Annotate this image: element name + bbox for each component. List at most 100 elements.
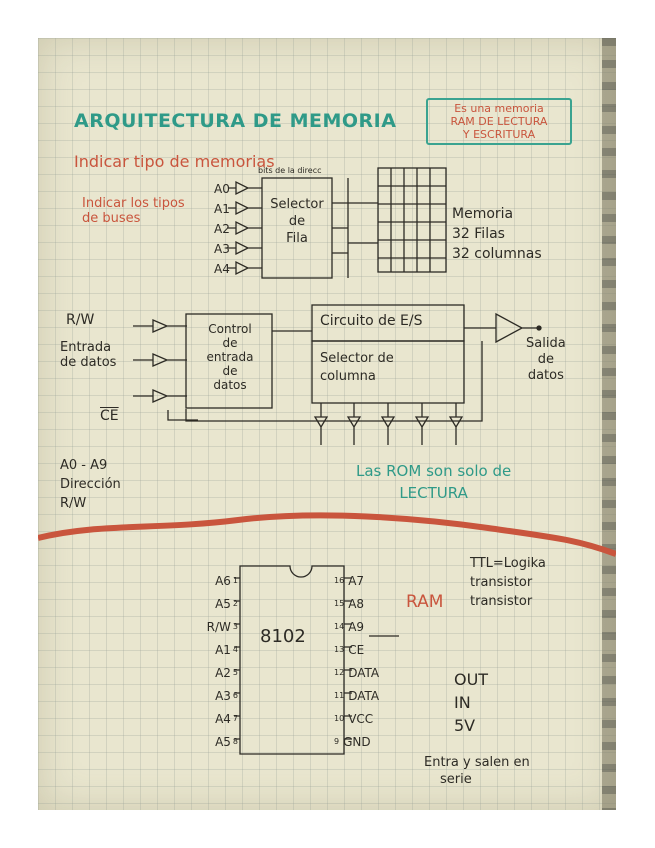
rw-input-label: R/W [66, 312, 95, 328]
column-selector-label: Selector de columna [320, 350, 394, 386]
pin-number: 16 [334, 576, 345, 585]
output-label-line: datos [527, 368, 564, 383]
chip-pin-left: A1 4 [196, 638, 238, 661]
pin-label: A9 [348, 619, 365, 634]
chip-pin-left: A5 2 [196, 592, 238, 615]
pin-number: 14 [334, 622, 345, 631]
address-buffers [228, 180, 262, 276]
row-selector-line: de [288, 214, 306, 229]
chip-outline [234, 565, 399, 755]
chip-pin-right: 9 GND [334, 730, 414, 753]
bus-types-note: Indicar los tipos de buses [82, 196, 185, 226]
pin-label: GND [343, 734, 371, 749]
row-selector-line: Fila [286, 231, 308, 246]
ram-label: RAM [406, 592, 444, 612]
pin-number: 8 [232, 737, 238, 746]
page-title: ARQUITECTURA DE MEMORIA [74, 110, 397, 132]
pin-label: A5 [215, 734, 231, 749]
pin-label: R/W [206, 619, 231, 634]
address-input-label: A4 [214, 262, 230, 276]
control-block-line: entrada [206, 350, 254, 364]
pin-note-out: OUT [454, 670, 489, 689]
pin-number: 7 [232, 714, 238, 723]
address-input-label: A2 [214, 222, 230, 236]
pin-label: A6 [215, 573, 231, 588]
spiral-binder [602, 38, 616, 810]
chip-pin-left: A6 1 [196, 569, 238, 592]
row-selector-label: Selector de Fila [264, 196, 330, 247]
rom-note-line: Las ROM son solo de [356, 462, 512, 480]
pin-label: CE [348, 642, 365, 657]
ram-note-line: RAM DE LECTURA [450, 115, 548, 128]
rom-note-line: LECTURA [399, 484, 468, 502]
pin-label: A1 [215, 642, 231, 657]
pin-number: 3 [232, 622, 238, 631]
memory-info-line: Memoria [452, 206, 514, 222]
chip-pin-left: A2 5 [196, 661, 238, 684]
output-label-line: de [537, 352, 554, 367]
column-selector-line: columna [320, 369, 376, 384]
control-block-line: de [222, 364, 238, 378]
chip-pin-right: 15 A8 [334, 592, 414, 615]
pin-label: A8 [348, 596, 365, 611]
pin-label: A2 [215, 665, 231, 680]
pin-note-vcc: 5V [454, 716, 476, 735]
pin-label: A5 [215, 596, 231, 611]
memory-info-line: 32 columnas [452, 246, 542, 262]
output-buffer [495, 312, 538, 344]
pin-number: 10 [334, 714, 345, 723]
column-buffers [313, 403, 464, 445]
circuit-drawings [38, 167, 616, 755]
control-block-line: Control [208, 322, 252, 336]
pin-label: A7 [348, 573, 365, 588]
chip-name: 8102 [260, 626, 306, 647]
control-block-line: de [222, 336, 238, 350]
address-input-labels: A0 A1 A2 A3 A4 [214, 179, 230, 279]
chip-left-pins: A6 1 A5 2 R/W 3 A1 4 A2 5 A3 6 A4 7 A5 [196, 569, 238, 753]
ram-type-note: Es una memoria RAM DE LECTURA Y ESCRITUR… [426, 98, 572, 145]
chip-pin-right: 10 VCC [334, 707, 414, 730]
pin-number: 1 [232, 576, 238, 585]
serial-note-line: Entra y salen en [424, 755, 530, 770]
chip-pin-right: 14 A9 [334, 615, 414, 638]
chip-pin-left: A5 8 [196, 730, 238, 753]
pin-label: VCC [348, 711, 374, 726]
rom-note: Las ROM son solo de LECTURA [356, 460, 511, 504]
column-selector-line: Selector de [320, 351, 394, 366]
memory-info: Memoria 32 Filas 32 columnas [452, 204, 542, 264]
bus-note-line: Indicar los tipos [82, 196, 185, 211]
left-note-line: A0 - A9 [60, 458, 108, 473]
chip-pin-right: 16 A7 [334, 569, 414, 592]
chip-pin-left: A3 6 [196, 684, 238, 707]
pin-number: 11 [334, 691, 345, 700]
left-notes: A0 - A9 Dirección R/W [60, 456, 121, 513]
pin-notes: OUT IN 5V [454, 668, 488, 737]
address-input-label: A1 [214, 202, 230, 216]
pin-label: DATA [348, 688, 380, 703]
serial-note: Entra y salen en serie [424, 754, 530, 788]
control-block-box [185, 313, 273, 409]
notebook-photo: ARQUITECTURA DE MEMORIA Es una memoria R… [38, 38, 616, 810]
pin-label: A3 [215, 688, 231, 703]
chip-pin-right: 13 CE [334, 638, 414, 661]
output-label-line: Salida [526, 336, 566, 351]
ttl-note-line: transistor [470, 575, 533, 590]
serial-note-line: serie [440, 772, 472, 787]
pin-number: 6 [232, 691, 238, 700]
pin-number: 2 [232, 599, 238, 608]
divider-wave [38, 512, 616, 557]
row-selector-line: Selector [270, 197, 324, 212]
chip-pin-right: 12 DATA [334, 661, 414, 684]
pin-label: DATA [348, 665, 380, 680]
memory-info-line: 32 Filas [452, 226, 505, 242]
chip-right-pins: 16 A7 15 A8 14 A9 13 CE 12 DATA 11 DATA … [334, 569, 414, 753]
io-circuit-label: Circuito de E/S [320, 313, 423, 329]
control-block-label: Control de entrada de datos [188, 322, 272, 392]
ce-input-label: CE [100, 408, 119, 424]
chip-pin-right: 11 DATA [334, 684, 414, 707]
left-note-line: Dirección [60, 477, 121, 492]
pin-number: 13 [334, 645, 345, 654]
pin-number: 15 [334, 599, 345, 608]
grid-paper [38, 38, 616, 810]
pin-note-in: IN [454, 693, 471, 712]
